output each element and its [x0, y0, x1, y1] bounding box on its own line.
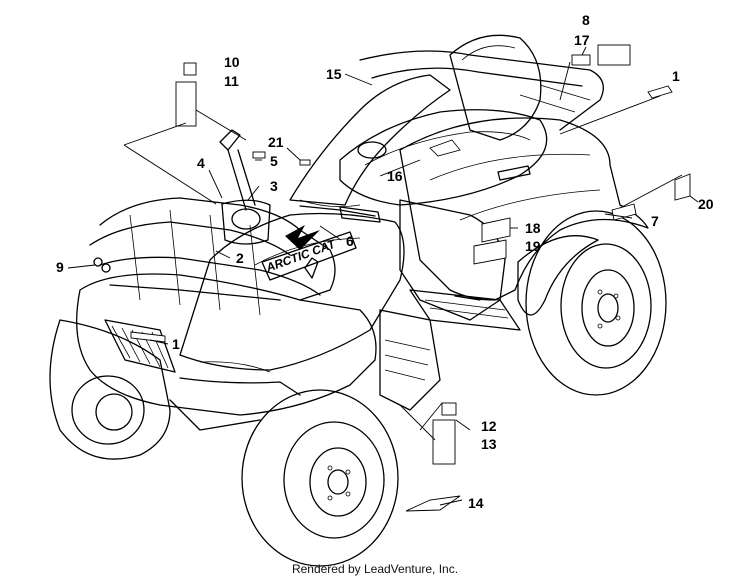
- decal-8: [597, 44, 631, 66]
- callout-18: 18: [525, 220, 541, 236]
- callout-14: 14: [468, 495, 484, 511]
- front-rack: [89, 197, 336, 316]
- front-bumper: [76, 273, 377, 431]
- callout-6: 6: [346, 233, 354, 249]
- callout-1-rear: 1: [672, 68, 680, 84]
- decals: [130, 44, 691, 512]
- callout-10: 10: [224, 54, 240, 70]
- callout-labels: 10 11 21 4 5 3 2 6 9 1 15 16 8 17 1 20 7…: [56, 12, 714, 511]
- body-middle: [289, 74, 451, 208]
- seats: [339, 34, 548, 206]
- callout-7: 7: [651, 213, 659, 229]
- decal-7: [611, 203, 637, 221]
- callout-2: 2: [236, 250, 244, 266]
- decal-14: [405, 495, 461, 512]
- callout-17: 17: [574, 32, 590, 48]
- decal-13: [432, 419, 456, 465]
- callout-3: 3: [270, 178, 278, 194]
- decal-10: [183, 62, 197, 76]
- rear-right-wheel: [525, 210, 667, 396]
- rear-left-wheel: [517, 235, 599, 316]
- callout-21: 21: [268, 134, 284, 150]
- callout-12: 12: [481, 418, 497, 434]
- callout-20: 20: [698, 196, 714, 212]
- callout-9: 9: [56, 259, 64, 275]
- hood-logo: [261, 225, 357, 281]
- callout-4: 4: [197, 155, 205, 171]
- decal-19: [473, 239, 507, 265]
- callout-8: 8: [582, 12, 590, 28]
- front-left-wheel: [49, 319, 171, 460]
- callout-13: 13: [481, 436, 497, 452]
- callout-11: 11: [224, 73, 239, 89]
- decal-17: [571, 54, 591, 66]
- decal-12: [441, 402, 457, 416]
- callout-1-front: 1: [172, 336, 180, 352]
- callout-19: 19: [525, 238, 541, 254]
- callout-5: 5: [270, 153, 278, 169]
- decal-21: [299, 159, 311, 166]
- leader-lines: [67, 46, 699, 506]
- handlebars: [219, 129, 381, 279]
- callout-15: 15: [326, 66, 342, 82]
- front-right-wheel: [241, 389, 399, 567]
- render-credit: Rendered by LeadVenture, Inc.: [291, 562, 459, 576]
- decal-18: [481, 217, 511, 243]
- decal-1-rear: [647, 85, 673, 99]
- decal-1-front: [130, 331, 166, 343]
- decal-11: [175, 81, 197, 127]
- rear-rack: [359, 50, 604, 131]
- callout-16: 16: [387, 168, 403, 184]
- decal-5: [252, 151, 266, 159]
